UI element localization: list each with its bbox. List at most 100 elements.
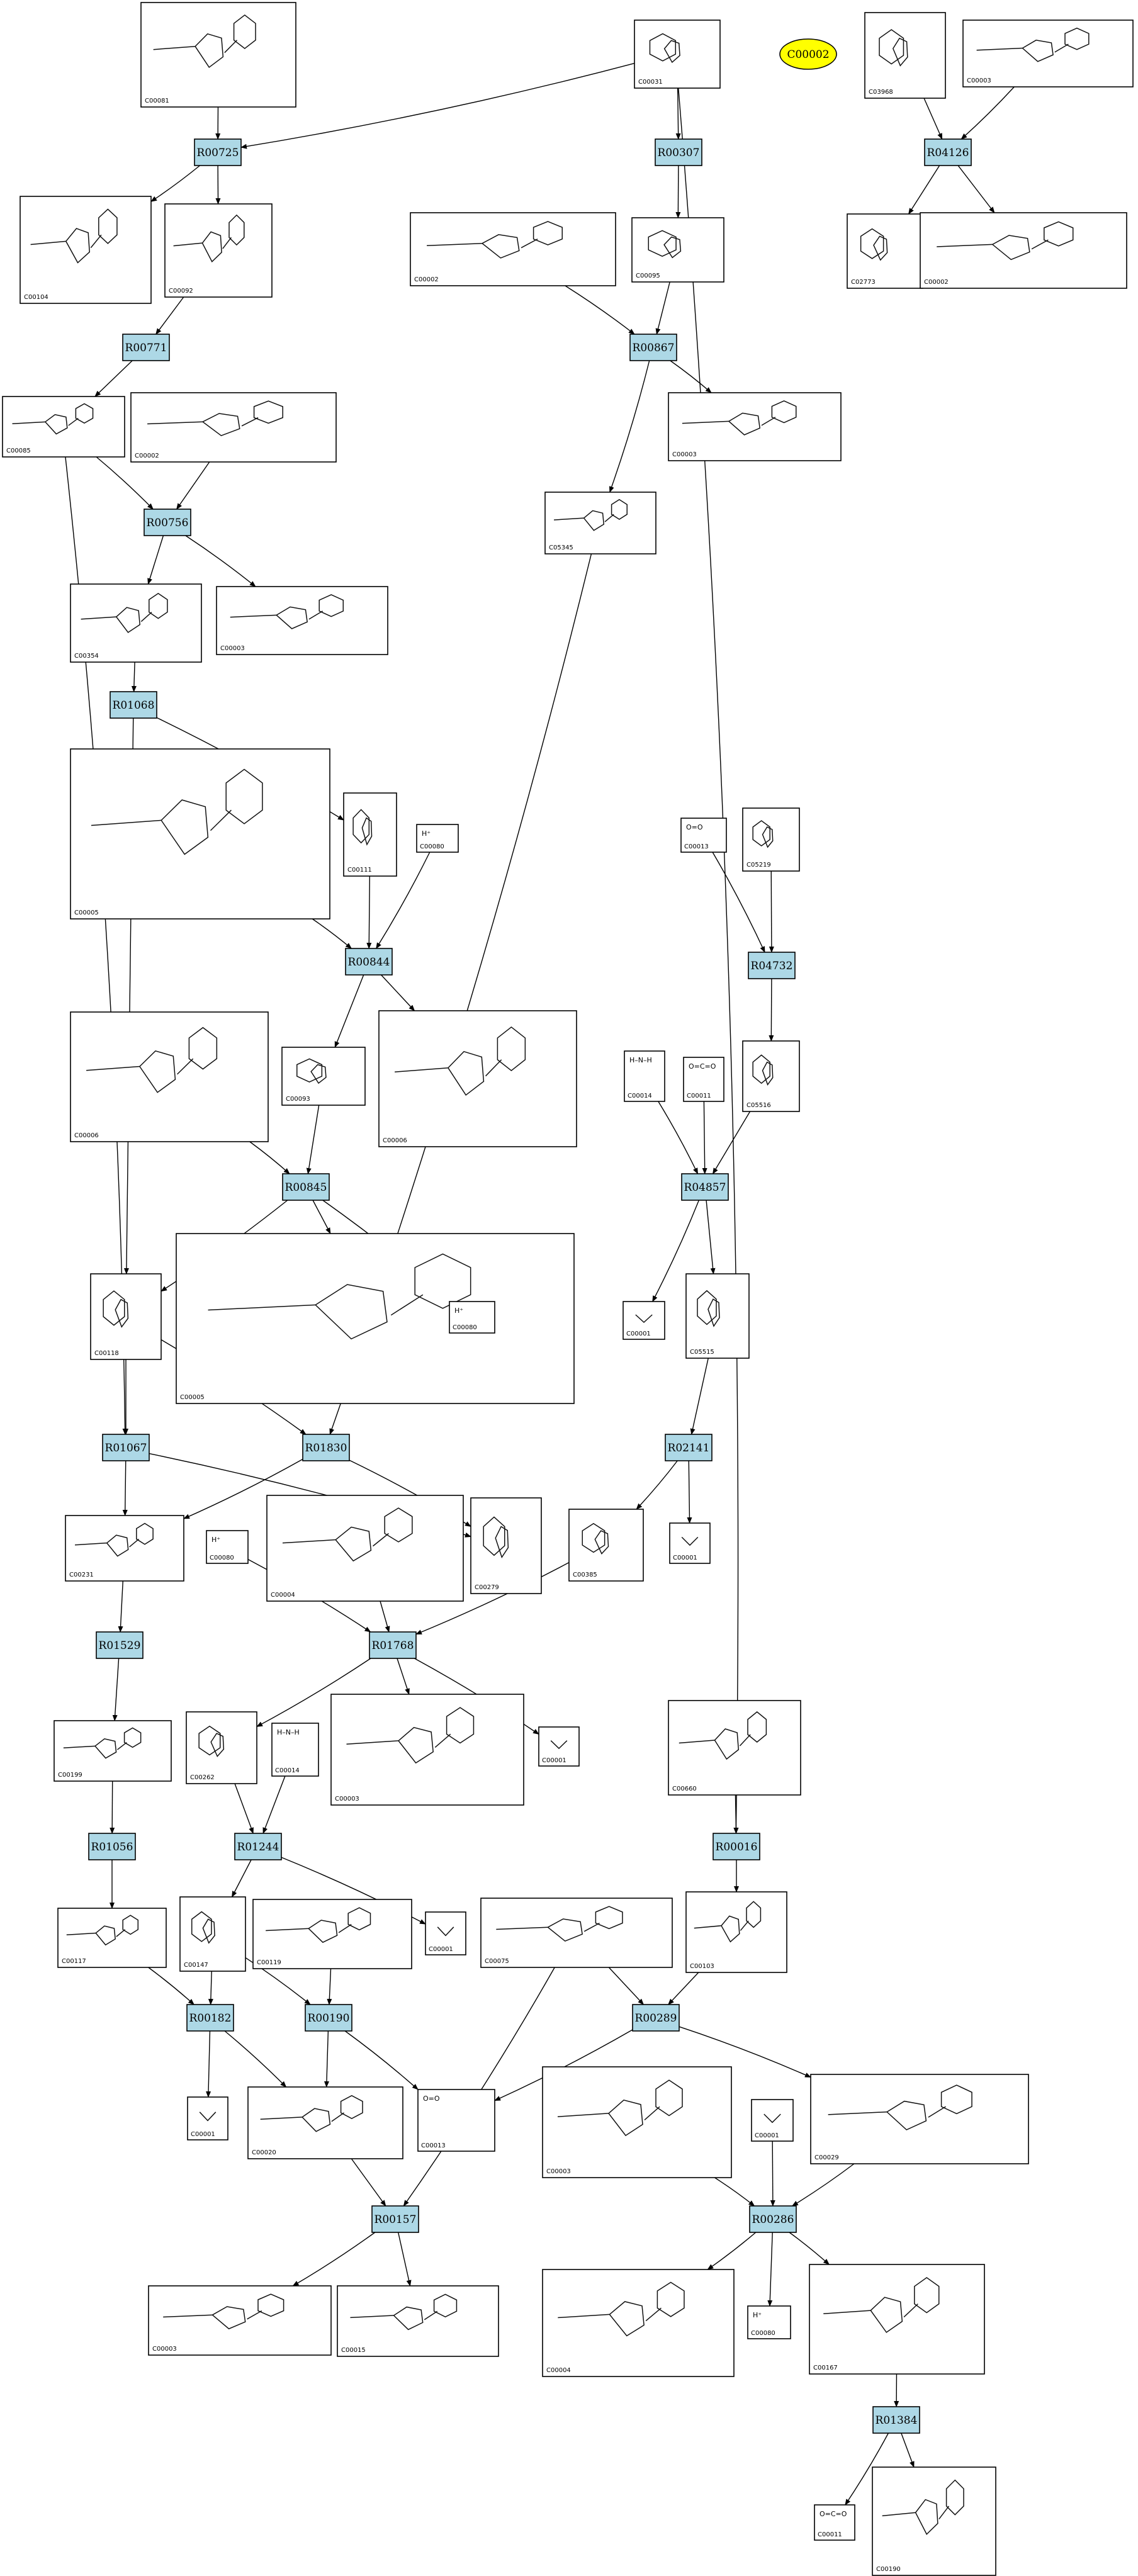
compound-C00005[interactable]: C00005 [176, 1233, 575, 1404]
compound-C00004[interactable]: C00004 [266, 1495, 464, 1602]
reaction-label: R00016 [716, 1841, 758, 1853]
compound-C00199[interactable]: C00199 [54, 1720, 172, 1782]
reaction-R01068[interactable]: R01068 [110, 691, 157, 719]
compound-id-label: C00003 [335, 1796, 359, 1803]
compound-C00093[interactable]: C00093 [281, 1047, 366, 1106]
reaction-R01768[interactable]: R01768 [369, 1631, 417, 1659]
reaction-R00725[interactable]: R00725 [194, 138, 242, 166]
reaction-R01529[interactable]: R01529 [96, 1631, 144, 1659]
compound-C00080[interactable]: H⁺C00080 [747, 2305, 791, 2339]
compound-C00085[interactable]: C00085 [2, 396, 125, 458]
compound-C00001[interactable]: C00001 [623, 1301, 665, 1340]
compound-C00081[interactable]: C00081 [140, 2, 296, 108]
compound-C00080[interactable]: H⁺C00080 [206, 1530, 249, 1564]
reaction-R00016[interactable]: R00016 [713, 1833, 760, 1860]
reaction-R02141[interactable]: R02141 [665, 1434, 713, 1461]
reaction-R00867[interactable]: R00867 [629, 334, 677, 361]
compound-C00119[interactable]: C00119 [252, 1899, 412, 1969]
compound-C00118[interactable]: C00118 [90, 1273, 162, 1360]
compound-C00006[interactable]: C00006 [378, 1010, 577, 1147]
compound-C00003[interactable]: C00003 [216, 586, 388, 655]
reaction-R00289[interactable]: R00289 [632, 2004, 680, 2032]
compound-C00020[interactable]: C00020 [247, 2086, 403, 2159]
reaction-R00286[interactable]: R00286 [749, 2205, 797, 2233]
compound-C00147[interactable]: C00147 [179, 1896, 246, 1972]
reaction-R00756[interactable]: R00756 [144, 509, 191, 536]
reaction-R04732[interactable]: R04732 [748, 952, 796, 979]
reaction-R00157[interactable]: R00157 [371, 2205, 419, 2233]
compound-C00111[interactable]: C00111 [343, 792, 397, 877]
reaction-label: R01068 [113, 699, 155, 712]
compound-C00190[interactable]: C00190 [872, 2466, 996, 2576]
edge-C00093-R00845 [306, 1105, 320, 1174]
compound-C00262[interactable]: C00262 [186, 1711, 257, 1784]
reaction-R00190[interactable]: R00190 [305, 2004, 352, 2032]
reaction-R04857[interactable]: R04857 [681, 1173, 729, 1201]
compound-C05515[interactable]: C05515 [685, 1273, 750, 1359]
compound-C00231[interactable]: C00231 [65, 1515, 184, 1582]
edge-C00119-R00190 [327, 1968, 332, 2005]
compound-id-label: C00002 [414, 276, 439, 283]
compound-symbol: O=C=O [689, 1062, 716, 1071]
compound-C00075[interactable]: C00075 [480, 1898, 673, 1968]
compound-C00279[interactable]: C00279 [470, 1497, 542, 1594]
compound-C00385[interactable]: C00385 [568, 1509, 644, 1582]
compound-C00660[interactable]: C00660 [668, 1700, 801, 1796]
reaction-R01830[interactable]: R01830 [302, 1434, 350, 1461]
reaction-R00182[interactable]: R00182 [186, 2004, 234, 2032]
compound-C00354[interactable]: C00354 [70, 583, 202, 663]
reaction-R00771[interactable]: R00771 [122, 334, 170, 361]
compound-C00001[interactable]: C00001 [425, 1911, 466, 1955]
compound-C00002[interactable]: C00002 [130, 392, 337, 463]
compound-C00003[interactable]: C00003 [668, 392, 842, 461]
compound-C00031[interactable]: C00031 [634, 20, 721, 89]
highlighted-compound[interactable]: C00002 [779, 38, 837, 70]
compound-C02773[interactable]: C02773 [847, 213, 923, 289]
compound-C00003[interactable]: C00003 [148, 2285, 332, 2356]
reaction-R01244[interactable]: R01244 [234, 1833, 282, 1860]
edge-C00147-R00182 [208, 1971, 213, 2005]
edge-C00002c-R00756 [176, 461, 210, 510]
compound-C00005[interactable]: C00005 [70, 748, 330, 920]
reaction-R00844[interactable]: R00844 [345, 948, 393, 976]
reaction-R01067[interactable]: R01067 [102, 1434, 150, 1461]
compound-C00001[interactable]: C00001 [751, 2099, 794, 2142]
reaction-R01056[interactable]: R01056 [88, 1833, 136, 1860]
compound-C00004[interactable]: C00004 [542, 2269, 735, 2377]
compound-C00095[interactable]: C00095 [631, 217, 724, 283]
compound-C00104[interactable]: C00104 [20, 196, 152, 304]
compound-C00002[interactable]: C00002 [920, 212, 1127, 289]
compound-C00001[interactable]: C00001 [669, 1522, 711, 1564]
compound-C00002[interactable]: C00002 [410, 212, 616, 286]
compound-C00080[interactable]: H⁺C00080 [449, 1301, 495, 1334]
compound-C00006[interactable]: C00006 [70, 1011, 269, 1142]
compound-C00103[interactable]: C00103 [685, 1891, 787, 1973]
reaction-R01384[interactable]: R01384 [872, 2406, 920, 2434]
compound-C00001[interactable]: C00001 [187, 2096, 228, 2140]
compound-C00001[interactable]: C00001 [538, 1726, 580, 1767]
compound-C00117[interactable]: C00117 [57, 1908, 167, 1968]
compound-C00029[interactable]: C00029 [810, 2074, 1029, 2164]
compound-C03968[interactable]: C03968 [864, 12, 946, 99]
reaction-R04126[interactable]: R04126 [924, 138, 972, 166]
compound-C00015[interactable]: C00015 [337, 2285, 499, 2357]
compound-C00003[interactable]: C00003 [330, 1694, 524, 1806]
compound-C00080[interactable]: H⁺C00080 [416, 824, 459, 853]
compound-C05516[interactable]: C05516 [742, 1040, 800, 1112]
compound-C00092[interactable]: C00092 [164, 203, 273, 298]
compound-C05345[interactable]: C05345 [544, 492, 656, 554]
compound-C00167[interactable]: C00167 [809, 2264, 985, 2375]
edge-C00031-R00725 [240, 62, 635, 149]
reaction-R00845[interactable]: R00845 [282, 1173, 330, 1201]
reaction-R00307[interactable]: R00307 [655, 138, 702, 166]
compound-C00003[interactable]: C00003 [962, 20, 1134, 87]
compound-C05219[interactable]: C05219 [742, 807, 800, 872]
compound-C00003[interactable]: C00003 [542, 2066, 732, 2178]
edge-R00182-C00001e [206, 2030, 211, 2098]
